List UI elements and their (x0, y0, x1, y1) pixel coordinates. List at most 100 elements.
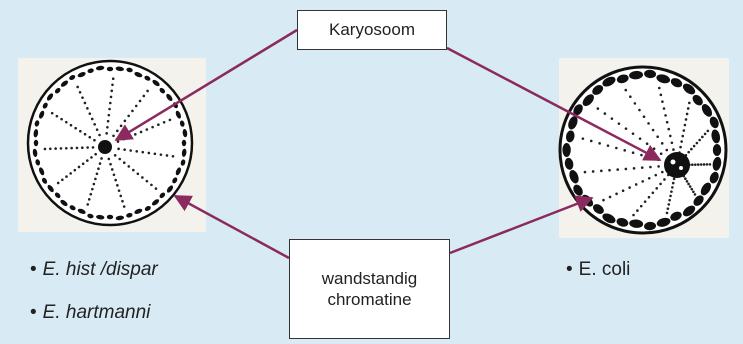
chromatin-bead (106, 66, 114, 72)
network-dot (589, 139, 593, 143)
network-dot (603, 112, 607, 115)
network-dot (706, 129, 710, 133)
network-dot (708, 163, 712, 166)
network-dot (703, 132, 707, 136)
chromatin-bead (644, 221, 657, 231)
chromatin-bead (644, 69, 657, 79)
network-dot (55, 114, 59, 118)
network-dot (122, 161, 126, 165)
chromatin-bead (32, 148, 38, 158)
network-dot (154, 187, 158, 190)
network-dot (683, 123, 687, 127)
chromatin-bead (712, 156, 722, 171)
chromatin-bead (35, 159, 41, 166)
chromatin-bead (582, 94, 594, 107)
network-dot (657, 86, 661, 90)
network-dot (690, 187, 694, 191)
chromatin-bead (134, 72, 143, 78)
network-dot (146, 89, 149, 93)
network-dot (624, 88, 628, 92)
network-dot (110, 89, 114, 93)
network-dot (633, 102, 637, 105)
chromatin-bead (692, 94, 703, 106)
network-dot (642, 115, 646, 119)
network-dot (699, 163, 703, 166)
chromatin-bead (656, 217, 671, 227)
network-dot (122, 137, 126, 141)
network-dot (128, 135, 131, 139)
network-dot (98, 162, 102, 165)
network-dot (150, 183, 153, 187)
network-dot (129, 149, 132, 152)
network-dot (81, 146, 84, 150)
chromatin-bead (592, 204, 604, 214)
chromatin-bead (42, 177, 48, 184)
network-dot (43, 147, 47, 151)
network-dot (654, 173, 658, 177)
network-dot (117, 147, 120, 151)
network-dot (119, 194, 123, 198)
network-dot (681, 134, 685, 138)
network-dot (107, 157, 111, 161)
network-dot (145, 179, 149, 183)
chromatin-bead (60, 80, 69, 87)
network-dot (108, 107, 111, 111)
chromatine-label-box: wandstandig chromatine (289, 239, 450, 339)
network-dot (54, 147, 57, 150)
chromatin-bead (175, 167, 181, 176)
chromatin-bead (54, 87, 61, 94)
network-dot (692, 144, 696, 148)
bullet-icon: • (30, 259, 37, 280)
network-dot (663, 178, 666, 181)
network-dot (147, 151, 151, 155)
chromatin-bead (562, 143, 571, 157)
network-dot (86, 203, 90, 206)
network-dot (606, 144, 610, 147)
network-dot (668, 198, 671, 202)
network-dot (672, 177, 676, 181)
chromatin-bead (602, 76, 616, 87)
network-dot (684, 177, 687, 181)
network-dot (651, 191, 655, 195)
chromatin-bead (616, 217, 629, 227)
chromatin-bead (565, 130, 575, 143)
network-dot (73, 168, 77, 172)
network-dot (157, 123, 160, 127)
network-dot (134, 104, 138, 108)
network-dot (112, 173, 116, 177)
network-dot (112, 134, 115, 138)
network-dot (685, 112, 689, 116)
network-dot (684, 118, 688, 121)
chromatin-bead (159, 87, 166, 94)
network-dot (640, 166, 644, 169)
network-dot (661, 100, 664, 103)
chromatin-bead (182, 128, 188, 138)
network-dot (138, 99, 142, 103)
network-dot (93, 123, 96, 126)
network-dot (672, 148, 675, 151)
bullet-icon: • (566, 259, 573, 280)
network-dot (655, 187, 659, 190)
chromatin-bead (573, 104, 583, 116)
network-dot (686, 107, 690, 110)
chromatin-bead (34, 120, 40, 127)
network-dot (615, 192, 618, 196)
network-dot (596, 107, 600, 110)
network-dot (90, 156, 93, 159)
network-dot (111, 77, 115, 81)
chromatin-bead (670, 78, 683, 88)
network-dot (631, 132, 635, 135)
network-dot (647, 176, 651, 180)
chromatin-bead (629, 70, 644, 80)
chromatin-bead (95, 65, 105, 71)
network-dot (660, 142, 664, 145)
network-dot (632, 213, 635, 217)
cyst-right-image (558, 58, 729, 238)
network-dot (127, 114, 130, 118)
chromatin-bead (144, 75, 151, 81)
chromatin-bead (159, 192, 166, 199)
network-dot (624, 167, 628, 171)
chromatin-bead (69, 75, 76, 81)
network-dot (651, 128, 655, 132)
